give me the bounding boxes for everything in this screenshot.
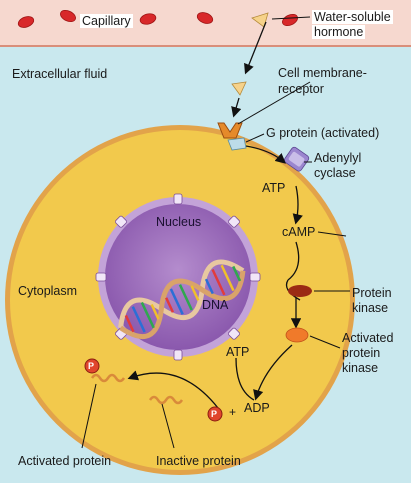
inactive-protein-pointer [161, 403, 175, 449]
kinase-to-adp-arrow [253, 344, 293, 401]
blood-cell [60, 9, 76, 23]
hormone-arrow [244, 21, 267, 75]
hormone-molecule [251, 12, 269, 28]
dna-label: DNA [202, 298, 229, 312]
camp-path-arrow [285, 279, 301, 301]
activated-protein-pointer [81, 383, 97, 449]
phosphate-label: P [88, 361, 95, 371]
receptor-label-line2: receptor [278, 82, 324, 96]
activated-kinase-label-line3: kinase [342, 361, 379, 375]
protein-kinase-label-line2: kinase [352, 301, 389, 315]
activated-kinase-label-line2: protein [342, 346, 381, 360]
receptor-pointer [237, 81, 311, 125]
adenylyl-label-line1: Adenylyl [314, 151, 362, 165]
adenylyl-label-line2: cyclase [314, 166, 356, 180]
g-protein-shape [227, 137, 247, 151]
g-protein-pointer [245, 133, 265, 143]
atp-bottom-label: ATP [226, 345, 250, 359]
blood-cell [196, 12, 214, 24]
hormone-molecule [231, 81, 247, 96]
receptor-label-line1: Cell membrane- [278, 66, 367, 80]
dna-helix [118, 259, 246, 340]
hormone-label-line1: Water-soluble [312, 10, 393, 24]
nucleus-interior [105, 204, 251, 350]
capillary-label: Capillary [80, 14, 133, 28]
protein-kinase-shape [288, 285, 312, 297]
blood-cell [139, 13, 157, 25]
camp-label: cAMP [282, 225, 316, 239]
g-protein-label: G protein (activated) [266, 126, 380, 140]
adp-label: ADP [244, 401, 270, 415]
activated-protein-label: Activated protein [18, 454, 112, 468]
cytoplasm-label: Cytoplasm [18, 284, 78, 298]
phosphate-label: P [211, 409, 218, 419]
phosphate-icon [207, 406, 223, 422]
activated-protein-shape [90, 373, 126, 383]
blood-cell [17, 16, 35, 28]
inactive-protein-shape [148, 395, 184, 405]
extracellular-label: Extracellular fluid [12, 67, 108, 81]
camp-path-arrow [287, 241, 300, 281]
blood-cells [17, 9, 298, 28]
phosphate-icon [84, 358, 100, 374]
atp-to-adp-arrow [235, 357, 255, 401]
camp-pointer [317, 231, 347, 237]
hormone-pointer [271, 16, 311, 20]
activated-kinase-shape [285, 327, 309, 343]
g-to-cyclase-arrow [245, 145, 286, 164]
blood-cell [282, 13, 298, 27]
inactive-protein-label: Inactive protein [156, 454, 241, 468]
atp-to-camp-arrow [292, 185, 303, 225]
hormone-arrow [231, 97, 242, 118]
atp-top-label: ATP [262, 181, 286, 195]
protein-kinase-label-line1: Protein [352, 286, 392, 300]
hormone-label-line2: hormone [312, 25, 366, 39]
nucleus-label: Nucleus [156, 215, 202, 229]
plus-sign: + [229, 405, 237, 419]
activated-kinase-label-line1: Activated [342, 331, 394, 345]
phosphorylation-arrow [127, 370, 219, 409]
adenylyl-cyclase-shape [283, 146, 310, 172]
activated-kinase-pointer [309, 335, 341, 349]
